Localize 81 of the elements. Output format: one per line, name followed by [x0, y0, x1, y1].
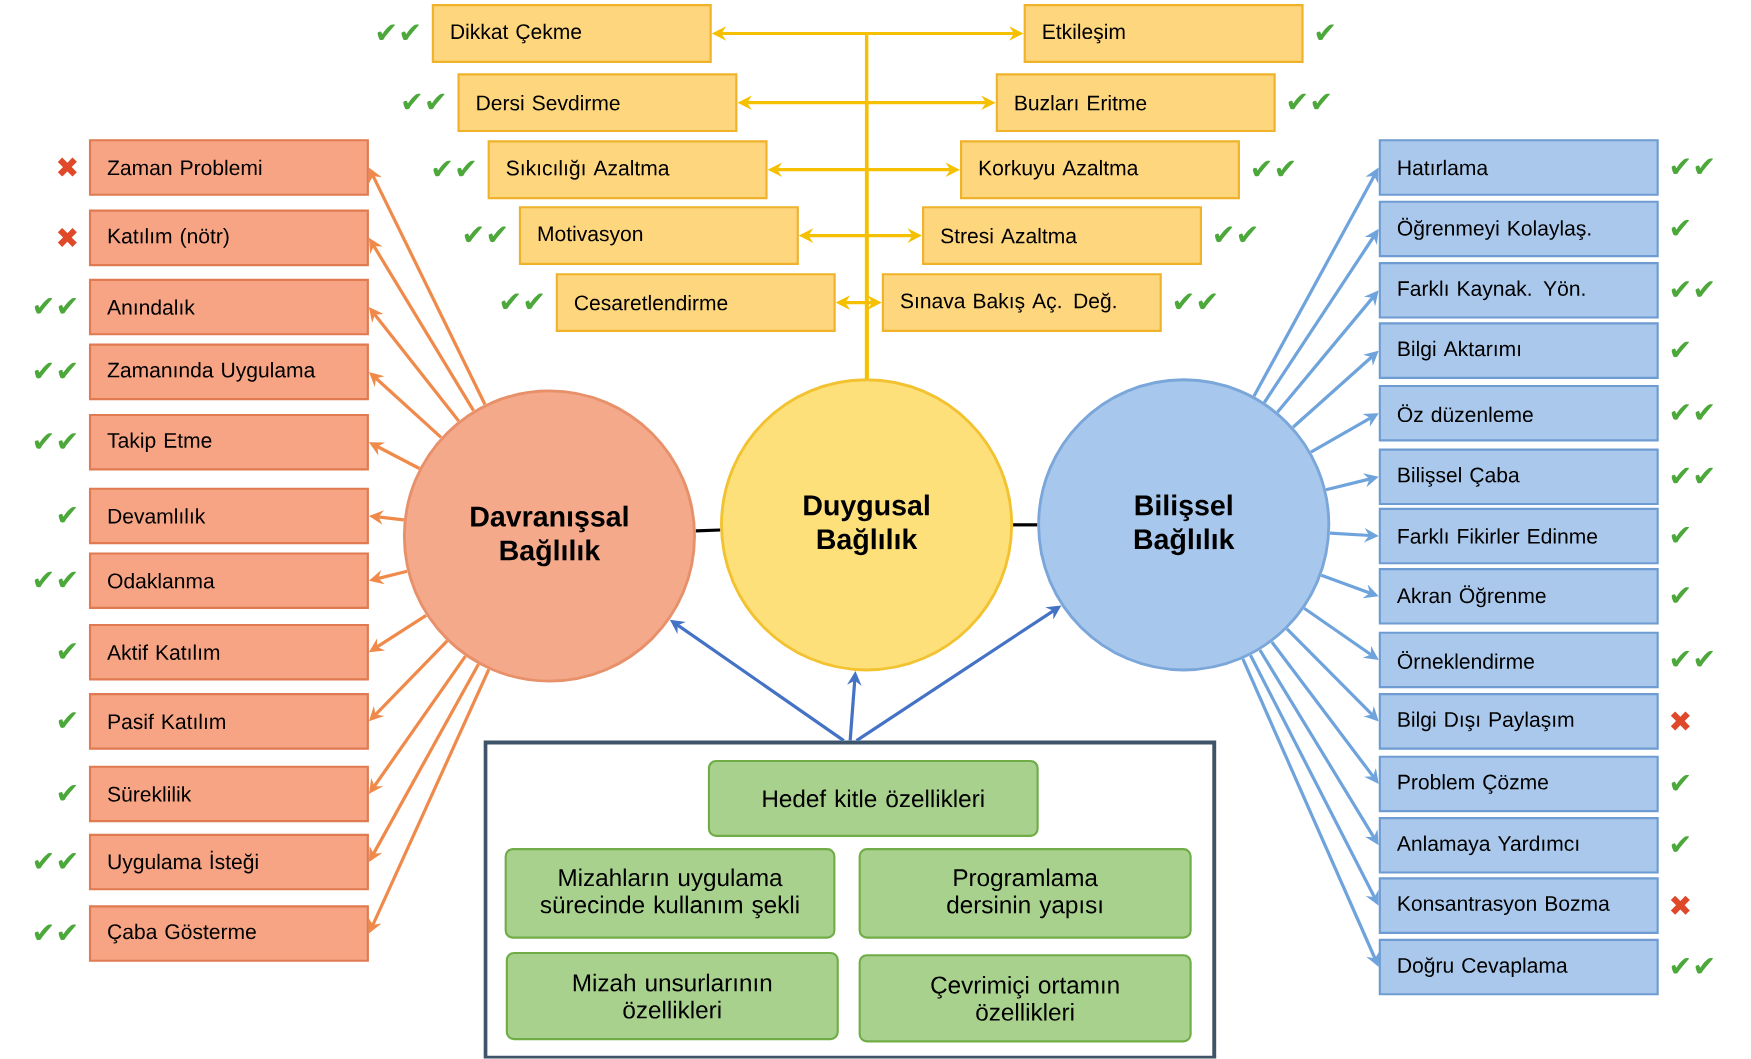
rating-mark: ✔✔	[34, 298, 76, 314]
rating-mark: ✔✔	[1671, 651, 1713, 667]
rating-mark: ✔	[1671, 836, 1689, 853]
category-box: Öz düzenleme	[1378, 385, 1659, 442]
category-box: Buzları Eritme	[995, 73, 1276, 133]
rating-mark: ✔✔	[1671, 158, 1713, 175]
category-box: Örneklendirme	[1378, 631, 1659, 689]
category-box: Öğrenmeyi Kolaylaş.	[1378, 200, 1659, 258]
rating-mark: ✖	[57, 157, 77, 177]
category-box: Uygulama İsteği	[88, 834, 369, 891]
rating-mark: ✔	[1671, 527, 1689, 543]
rating-mark: ✖	[1670, 895, 1690, 915]
rating-mark: ✖	[57, 228, 77, 248]
rating-mark: ✔✔	[1671, 404, 1713, 420]
category-box: Cesaretlendirme	[555, 273, 836, 333]
category-box: Akran Öğrenme	[1378, 568, 1659, 625]
rating-mark: ✔	[58, 643, 76, 659]
rating-mark: ✔✔	[34, 433, 76, 449]
category-box: Etkileşim	[1023, 4, 1304, 64]
category-box: Farklı Fikirler Edinme	[1378, 507, 1659, 565]
rating-mark: ✔✔	[403, 93, 445, 110]
category-box: Farklı Kaynak. Yön.	[1378, 262, 1659, 319]
rating-mark: ✔✔	[377, 24, 419, 41]
category-box: Sınava Bakış Aç. Değ.	[881, 273, 1162, 333]
rating-mark: ✔	[1671, 341, 1689, 358]
rating-mark: ✔✔	[34, 363, 76, 379]
rating-mark: ✔	[58, 712, 76, 729]
category-box: Bilgi Aktarımı	[1378, 322, 1659, 380]
category-box: Dikkat Çekme	[431, 4, 712, 64]
category-box: Doğru Cevaplama	[1378, 938, 1659, 996]
category-box: Dersi Sevdirme	[457, 73, 738, 133]
factor-box: Hedef kitle özellikleri	[707, 760, 1039, 838]
rating-mark: ✔✔	[1288, 93, 1330, 110]
category-box: Korkuyu Azaltma	[960, 140, 1240, 200]
category-box: Anındalık	[88, 279, 369, 336]
rating-mark: ✔✔	[464, 226, 506, 243]
rating-mark: ✔✔	[501, 293, 543, 310]
category-box: Hatırlama	[1378, 139, 1659, 196]
rating-mark: ✔✔	[34, 853, 76, 869]
category-box: Takip Etme	[88, 414, 369, 471]
rating-mark: ✔✔	[34, 571, 76, 588]
rating-mark: ✔	[1671, 587, 1689, 604]
category-box: Aktif Katılım	[88, 624, 369, 681]
category-box: Zaman Problemi	[88, 139, 369, 196]
rating-mark: ✔✔	[34, 924, 76, 941]
group-frame	[483, 740, 1217, 1059]
category-box: Bilişsel Çaba	[1378, 448, 1659, 506]
category-box: Stresi Azaltma	[922, 206, 1202, 266]
category-box: Zamanında Uygulama	[88, 343, 369, 401]
factor-box: Programlama dersinin yapısı	[858, 848, 1192, 939]
category-box: Çaba Gösterme	[88, 905, 369, 963]
rating-mark: ✔	[1671, 775, 1689, 791]
rating-mark: ✔	[58, 785, 76, 801]
rating-mark: ✔	[1316, 24, 1334, 41]
rating-mark: ✔✔	[1214, 226, 1257, 243]
rating-mark: ✔✔	[1174, 293, 1216, 310]
rating-mark: ✔✔	[1671, 468, 1713, 484]
rating-mark: ✔✔	[433, 160, 475, 177]
rating-mark: ✖	[1670, 711, 1690, 731]
circle-node: Duygusal Bağlılık	[720, 378, 1014, 672]
circle-node: Davranışsal Bağlılık	[402, 389, 696, 683]
category-box: Süreklilik	[88, 765, 369, 823]
factor-box: Çevrimiçi ortamın özellikleri	[858, 954, 1192, 1043]
category-box: Anlamaya Yardımcı	[1378, 817, 1659, 874]
rating-mark: ✔	[1671, 220, 1689, 236]
factor-box: Mizahların uygulama sürecinde kullanım şekli	[504, 848, 836, 939]
category-box: Sıkıcılığı Azaltma	[487, 140, 768, 200]
rating-mark: ✔✔	[1252, 160, 1295, 177]
category-box: Katılım (nötr)	[88, 209, 369, 267]
category-box: Problem Çözme	[1378, 755, 1659, 813]
category-box: Devamlılık	[88, 487, 369, 545]
category-box: Bilgi Dışı Paylaşım	[1378, 693, 1659, 750]
rating-mark: ✔✔	[1671, 281, 1713, 298]
category-box: Konsantrasyon Bozma	[1378, 877, 1659, 935]
circle-node: Bilişsel Bağlılık	[1037, 378, 1331, 672]
category-box: Pasif Katılım	[88, 693, 369, 750]
category-box: Motivasyon	[518, 206, 799, 266]
factor-box: Mizah unsurlarının özellikleri	[505, 952, 839, 1041]
rating-mark: ✔	[58, 507, 76, 523]
rating-mark: ✔✔	[1671, 958, 1713, 974]
category-box: Odaklanma	[88, 552, 369, 610]
